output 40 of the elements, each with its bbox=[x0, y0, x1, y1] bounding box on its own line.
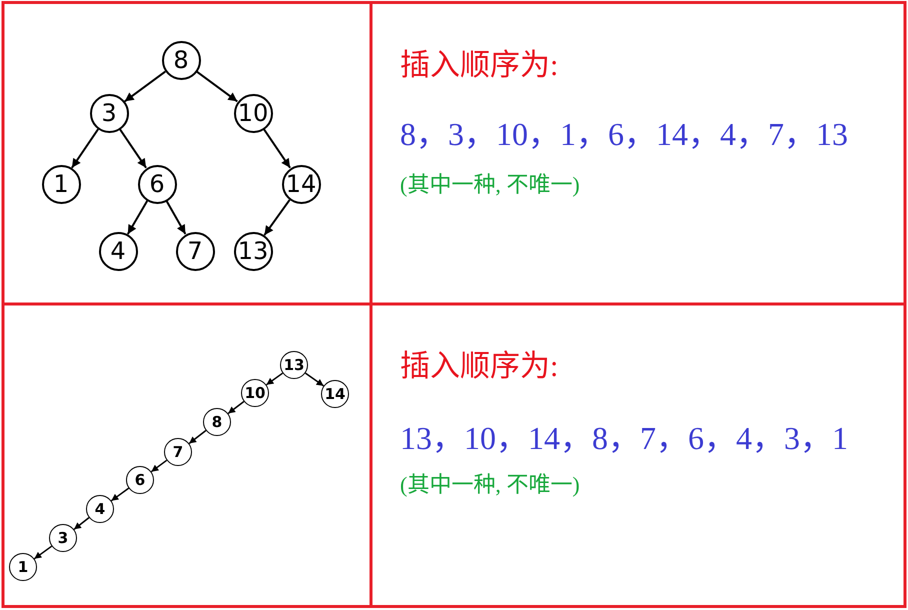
arrow bbox=[110, 488, 130, 502]
arrow bbox=[304, 372, 324, 387]
tree-node: 7 bbox=[164, 438, 192, 466]
arrow bbox=[74, 517, 90, 530]
arrow bbox=[150, 460, 168, 472]
arrow bbox=[119, 128, 147, 168]
tree-node: 4 bbox=[86, 495, 114, 523]
note-text: (其中一种, 不唯一) bbox=[400, 472, 580, 498]
tree-node: 1 bbox=[42, 164, 80, 204]
tree-node: 14 bbox=[282, 164, 320, 204]
arrow bbox=[34, 546, 52, 560]
tree-node: 6 bbox=[126, 466, 154, 494]
tree-node: 3 bbox=[49, 524, 77, 552]
sequence-text: 13，10，14，8，7，6，4，3，1 bbox=[400, 418, 848, 458]
arrow bbox=[228, 400, 244, 414]
tree-node: 14 bbox=[321, 380, 349, 408]
arrow bbox=[266, 372, 284, 386]
tree-node: 13 bbox=[234, 232, 272, 270]
arrow bbox=[264, 199, 290, 236]
tree-node: 1 bbox=[9, 553, 37, 581]
arrow bbox=[124, 70, 166, 102]
arrow bbox=[126, 200, 148, 235]
arrow bbox=[263, 128, 291, 168]
tree-node: 7 bbox=[176, 232, 214, 270]
tree-node: 8 bbox=[203, 408, 231, 436]
heading: 插入顺序为: bbox=[400, 48, 558, 84]
arrow bbox=[71, 128, 99, 168]
tree-node: 13 bbox=[280, 351, 308, 379]
tree-node: 3 bbox=[90, 94, 128, 132]
note-text: (其中一种, 不唯一) bbox=[400, 172, 580, 198]
arrow bbox=[166, 200, 186, 234]
sequence-text: 8，3，10，1，6，14，4，7，13 bbox=[400, 114, 848, 154]
tree-node: 6 bbox=[138, 164, 176, 204]
tree-node: 10 bbox=[234, 94, 272, 132]
tree-node: 10 bbox=[241, 379, 269, 407]
arrow bbox=[196, 70, 238, 102]
tree-node: 8 bbox=[162, 40, 200, 80]
arrow bbox=[188, 430, 206, 444]
heading: 插入顺序为: bbox=[400, 349, 558, 385]
tree-node: 4 bbox=[98, 232, 138, 270]
